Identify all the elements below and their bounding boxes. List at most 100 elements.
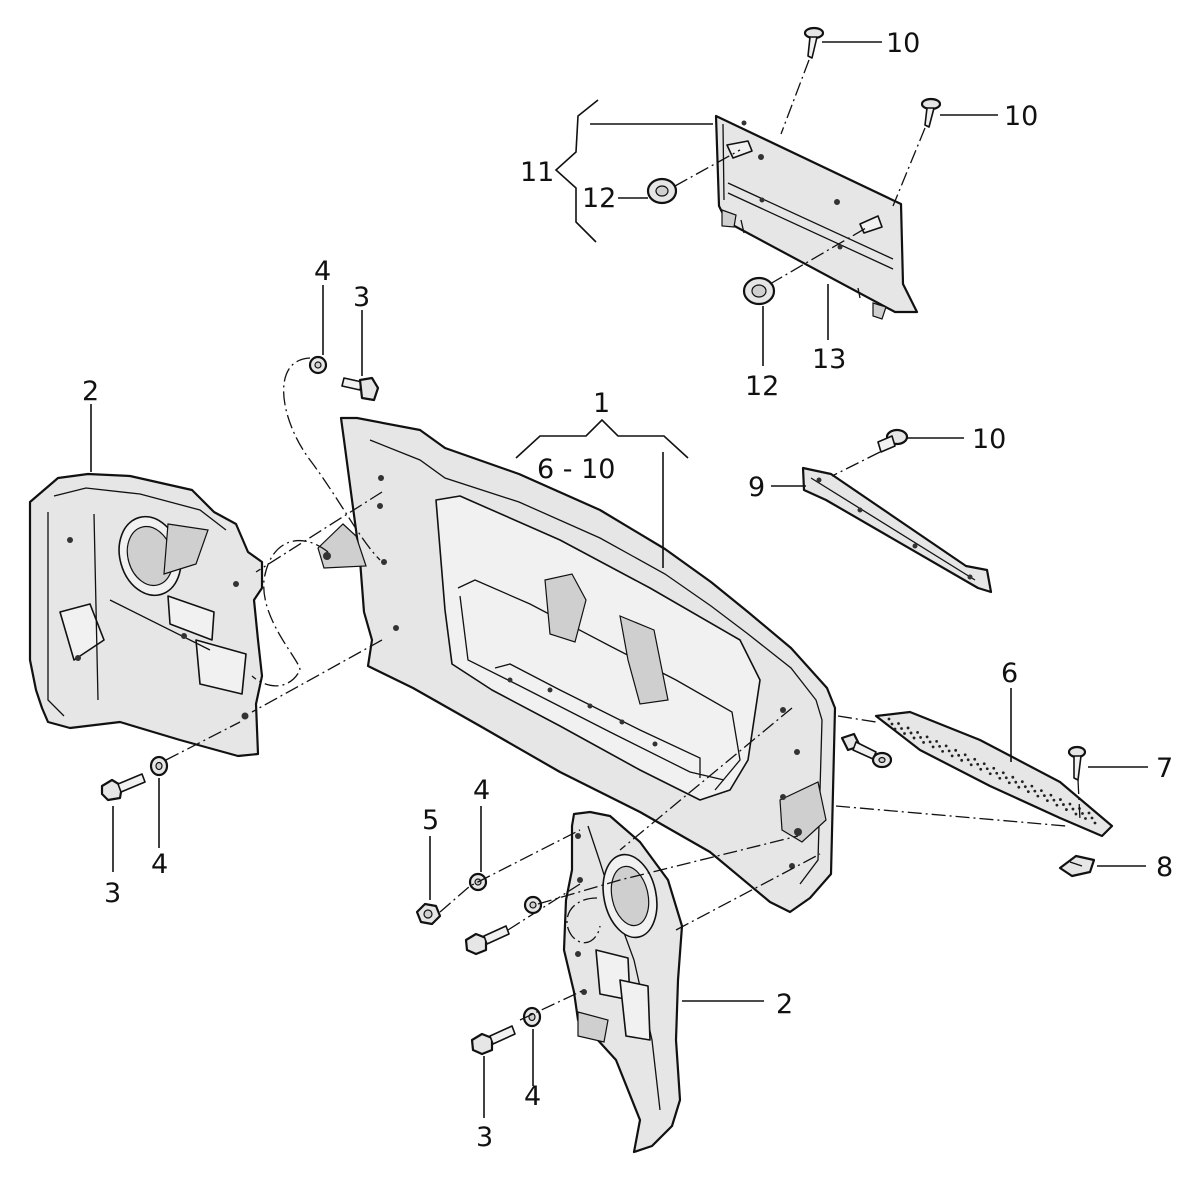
callout-1: 1 (593, 388, 610, 419)
perforation-dot (960, 758, 964, 762)
screw-10-rail (877, 428, 909, 453)
perforation-dot (941, 749, 945, 753)
perforation-dot (1026, 790, 1030, 794)
perforation-dot (954, 748, 958, 752)
callout-7: 7 (1156, 753, 1173, 784)
perforation-dot (973, 757, 977, 761)
perforation-dot (1014, 780, 1018, 784)
callout-4-c: 4 (473, 775, 490, 806)
perforation-dot (1059, 798, 1062, 801)
perforation-dot (1020, 780, 1024, 784)
perforation-dot (938, 744, 942, 748)
callout-3-b: 3 (104, 878, 121, 909)
callout-4-b: 4 (151, 849, 168, 880)
callout-2-a: 2 (82, 376, 99, 407)
callout-1-range: 6 - 10 (537, 454, 615, 485)
license-plate-bracket (714, 114, 919, 320)
nut-5 (415, 902, 442, 926)
perforation-dot (969, 763, 973, 767)
screw-10-top-left (803, 26, 825, 59)
perforation-dot (906, 726, 910, 730)
perforation-dot (1087, 811, 1091, 815)
perforation-dot (1023, 785, 1027, 789)
perforation-dot (1065, 808, 1068, 811)
bolt-3-top (341, 376, 380, 402)
perforation-dot (947, 749, 951, 753)
perforation-dot (944, 744, 948, 748)
perforation-dot (985, 767, 989, 771)
perforation-dot (1007, 781, 1011, 785)
perforation-dot (935, 739, 939, 743)
callout-12-a: 12 (582, 183, 616, 214)
perforation-dot (1052, 798, 1056, 802)
clip-nut-8 (1058, 854, 1096, 878)
perforation-dot (1036, 794, 1040, 798)
perforation-dot (887, 717, 891, 721)
perforation-dot (1004, 776, 1008, 780)
perforation-dot (1084, 817, 1087, 820)
perforation-dot (1042, 794, 1046, 798)
callout-12-b: 12 (745, 371, 779, 402)
perforation-dot (1081, 812, 1084, 815)
callout-10-a: 10 (886, 28, 920, 59)
callout-6: 6 (1001, 658, 1018, 689)
grommet-12-upper (646, 177, 678, 205)
perforation-dot (950, 754, 954, 758)
assembly-lines (165, 59, 1081, 1021)
callout-3-a: 3 (353, 282, 370, 313)
callout-labels: 10 10 11 12 12 13 4 3 2 1 6 - 10 10 9 6 … (82, 28, 1173, 1153)
callout-2-b: 2 (776, 989, 793, 1020)
washer-4-top (308, 355, 328, 375)
perforation-dot (995, 771, 999, 775)
perforation-dot (957, 753, 961, 757)
perforation-dot (900, 727, 903, 730)
perforation-dot (1055, 803, 1059, 807)
perforation-dot (1062, 803, 1065, 806)
perforation-dot (919, 736, 922, 739)
perforation-dot (1068, 802, 1072, 806)
perforation-dot (1049, 793, 1053, 797)
perforation-dot (966, 758, 970, 762)
perforated-strip (874, 710, 1114, 838)
perforation-dot (1011, 775, 1015, 779)
perforation-dot (903, 732, 906, 735)
perforation-dot (1090, 816, 1094, 820)
perforation-dot (1093, 821, 1097, 825)
perforation-dot (909, 731, 913, 735)
perforation-dot (1033, 789, 1037, 793)
perforation-dot (1001, 771, 1005, 775)
callout-3-c: 3 (476, 1122, 493, 1153)
perforation-dot (928, 740, 932, 744)
callout-5: 5 (422, 805, 439, 836)
callout-8: 8 (1156, 852, 1173, 883)
callout-9: 9 (748, 472, 765, 503)
perforation-dot (916, 731, 919, 734)
grommet-12-lower (742, 276, 776, 306)
perforation-dot (976, 762, 980, 766)
bolt-center-lower (464, 895, 543, 956)
perforation-dot (1071, 807, 1075, 811)
side-bracket-right (562, 810, 684, 1154)
perforation-dot (912, 736, 916, 740)
perforation-dot (890, 722, 894, 726)
washer-4-bottom (522, 1006, 542, 1028)
mounting-rail (801, 466, 993, 594)
perforation-dot (1030, 784, 1034, 788)
perforation-dot (931, 745, 935, 749)
perforation-dot (982, 762, 986, 766)
screw-10-top-right (920, 97, 942, 128)
screw-7 (1067, 745, 1087, 781)
perforation-dot (922, 741, 925, 744)
perforation-dot (1039, 789, 1043, 793)
leader-lines (90, 41, 1148, 1118)
perforation-dot (963, 753, 967, 757)
side-bracket-left (28, 472, 264, 758)
perforation-dot (998, 776, 1002, 780)
bracket-braces (515, 99, 689, 459)
perforation-dot (1045, 799, 1049, 803)
perforation-dot (979, 767, 983, 771)
callout-4-a: 4 (314, 256, 331, 287)
callout-10-c: 10 (972, 424, 1006, 455)
perforation-dot (925, 735, 929, 739)
perforation-dot (1017, 785, 1021, 789)
